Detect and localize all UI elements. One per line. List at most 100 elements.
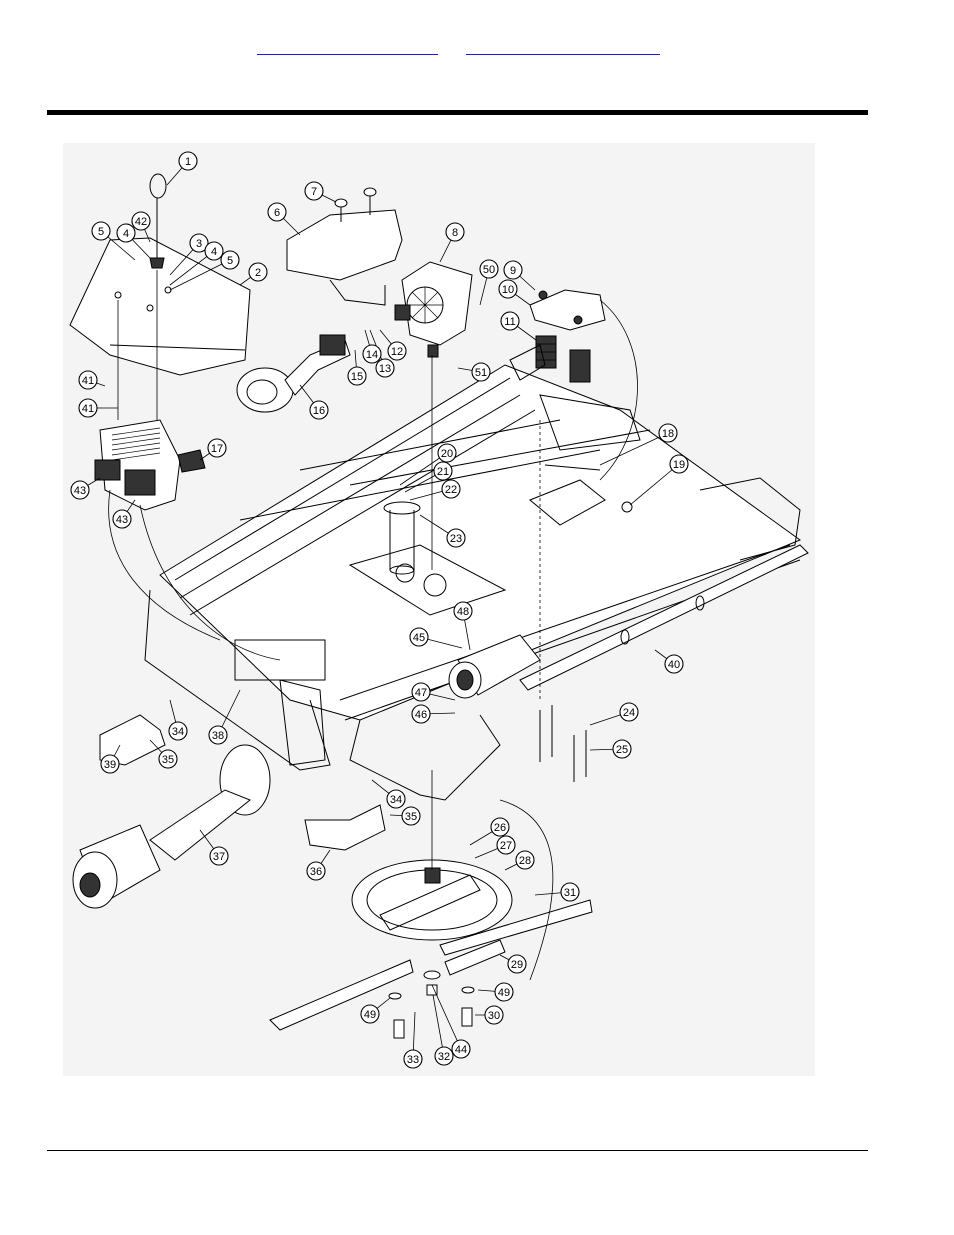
callout-c23: 23 xyxy=(419,514,466,548)
callout-number: 26 xyxy=(494,822,506,834)
callout-c39: 39 xyxy=(100,744,121,774)
callout-number: 15 xyxy=(351,371,363,383)
callout-balloon xyxy=(451,1039,471,1059)
callout-number: 17 xyxy=(211,443,223,455)
callout-number: 11 xyxy=(504,316,515,328)
callout-number: 5 xyxy=(98,226,104,238)
callout-number: 4 xyxy=(211,246,217,258)
callout-c24: 24 xyxy=(589,702,639,726)
callout-c35a: 35 xyxy=(149,739,178,769)
callout-number: 1 xyxy=(185,156,191,168)
callout-number: 12 xyxy=(391,346,403,358)
blade-31 xyxy=(439,899,593,956)
callout-c37: 37 xyxy=(199,829,229,866)
callout-c43b: 43 xyxy=(112,499,136,529)
callout-number: 21 xyxy=(437,466,449,478)
callout-number: 7 xyxy=(311,186,317,198)
callout-balloon xyxy=(91,221,111,241)
callout-balloon xyxy=(503,260,523,280)
callout-c49b: 49 xyxy=(477,982,514,1002)
callout-balloon xyxy=(619,702,639,722)
callout-number: 20 xyxy=(441,448,453,460)
callout-number: 33 xyxy=(407,1054,419,1066)
callout-c17: 17 xyxy=(199,438,227,461)
callout-balloon xyxy=(441,479,461,499)
callout-number: 4 xyxy=(123,228,129,240)
callout-balloon xyxy=(433,461,453,481)
exploded-view-svg: 1234455678910111213141516171819202122232… xyxy=(69,151,809,1069)
callout-number: 47 xyxy=(415,687,427,699)
callout-c33: 33 xyxy=(403,1011,423,1069)
leader-line xyxy=(629,463,680,506)
callout-balloon xyxy=(434,1046,454,1066)
callout-number: 41 xyxy=(82,375,94,387)
callout-number: 10 xyxy=(502,284,514,296)
callout-balloon xyxy=(116,223,136,243)
callout-balloon xyxy=(78,398,98,418)
callout-number: 43 xyxy=(74,485,86,497)
callout-c31: 31 xyxy=(534,882,580,902)
callout-c34a: 34 xyxy=(168,699,188,741)
callout-c15: 15 xyxy=(347,349,367,386)
spindle-23 xyxy=(383,501,421,575)
callout-balloon xyxy=(189,233,209,253)
callout-c19: 19 xyxy=(629,454,689,506)
callout-c20: 20 xyxy=(399,443,457,486)
callout-c26: 26 xyxy=(469,817,510,846)
callout-balloon xyxy=(78,370,98,390)
callout-c43a: 43 xyxy=(70,477,101,500)
callout-c50: 50 xyxy=(479,259,499,306)
top-rule xyxy=(47,110,868,115)
callout-c29: 29 xyxy=(499,954,527,974)
washer-49-left xyxy=(388,992,402,1000)
callout-c36: 36 xyxy=(306,849,331,881)
callout-balloon xyxy=(304,181,324,201)
callout-c34b: 34 xyxy=(371,779,406,809)
callout-number: 2 xyxy=(255,267,261,279)
callout-number: 8 xyxy=(452,227,458,239)
header-link-2[interactable] xyxy=(466,44,660,55)
header-link-1[interactable] xyxy=(257,44,438,55)
washer-49-right xyxy=(461,986,475,994)
callout-c6: 6 xyxy=(267,202,301,236)
lift-arm xyxy=(509,344,606,526)
assembly-lines xyxy=(108,270,638,981)
callout-balloon xyxy=(306,861,326,881)
callout-balloon xyxy=(112,509,132,529)
callout-balloon xyxy=(409,627,429,647)
callout-balloon xyxy=(437,443,457,463)
callout-c9: 9 xyxy=(503,260,536,291)
callout-balloon xyxy=(209,846,229,866)
callout-balloon xyxy=(204,241,224,261)
callout-number: 34 xyxy=(390,794,402,806)
callout-balloon xyxy=(658,423,678,443)
callout-c4a: 4 xyxy=(116,223,151,259)
callout-number: 9 xyxy=(510,265,516,277)
callout-c32: 32 xyxy=(432,994,454,1066)
callout-number: 35 xyxy=(405,811,417,823)
callout-c40: 40 xyxy=(654,649,684,674)
callout-c49a: 49 xyxy=(360,997,391,1024)
callout-c25: 25 xyxy=(589,739,632,759)
callout-c41a: 41 xyxy=(78,370,106,390)
callout-c45: 45 xyxy=(409,627,463,649)
knobs-7 xyxy=(334,187,377,222)
pto-shaft-37 xyxy=(72,744,271,909)
callout-balloon xyxy=(347,366,367,386)
leader-line xyxy=(169,259,231,291)
callout-balloon xyxy=(515,850,535,870)
callout-balloon xyxy=(375,358,395,378)
bolts-25 xyxy=(539,705,587,782)
blade-29 xyxy=(269,959,414,1031)
callout-c44: 44 xyxy=(431,984,471,1059)
callout-number: 23 xyxy=(450,533,462,545)
callout-number: 30 xyxy=(488,1010,500,1022)
callout-balloon xyxy=(500,311,520,331)
callout-number: 3 xyxy=(196,238,202,250)
callout-balloon xyxy=(446,528,466,548)
callout-c2: 2 xyxy=(239,262,268,286)
callout-balloon xyxy=(168,721,188,741)
callout-c13: 13 xyxy=(369,329,395,378)
deck-frame xyxy=(144,364,802,801)
